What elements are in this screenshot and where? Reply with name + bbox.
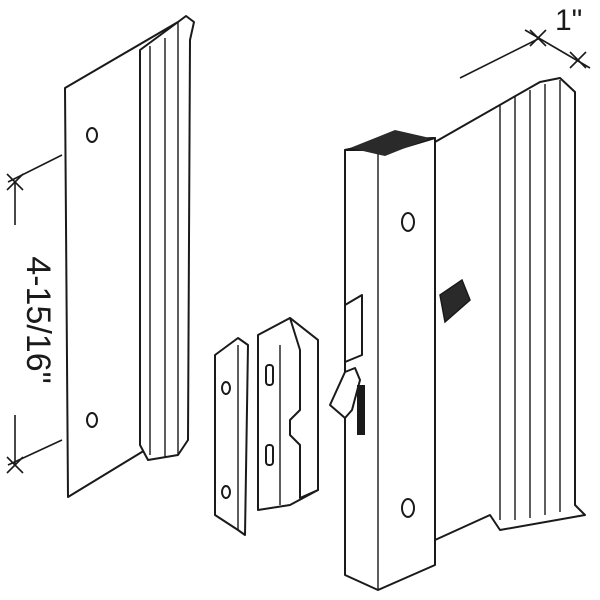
depth-dimension: 1": [459, 4, 591, 79]
screw-hole: [401, 212, 415, 232]
height-label: 4-15/16": [19, 256, 57, 383]
latch-hook: [329, 367, 361, 419]
inside-lock-handle: [329, 77, 586, 591]
depth-label: 1": [555, 4, 582, 37]
screw-hole: [401, 498, 415, 518]
screw-hole: [86, 412, 98, 428]
height-dimension: 4-15/16": [6, 154, 63, 474]
top-cap: [350, 130, 430, 156]
keeper: [257, 317, 319, 511]
outside-pull-handle: [64, 15, 195, 498]
lock-lever: [439, 278, 471, 324]
keeper-shim: [214, 337, 249, 536]
screw-hole: [86, 127, 98, 143]
